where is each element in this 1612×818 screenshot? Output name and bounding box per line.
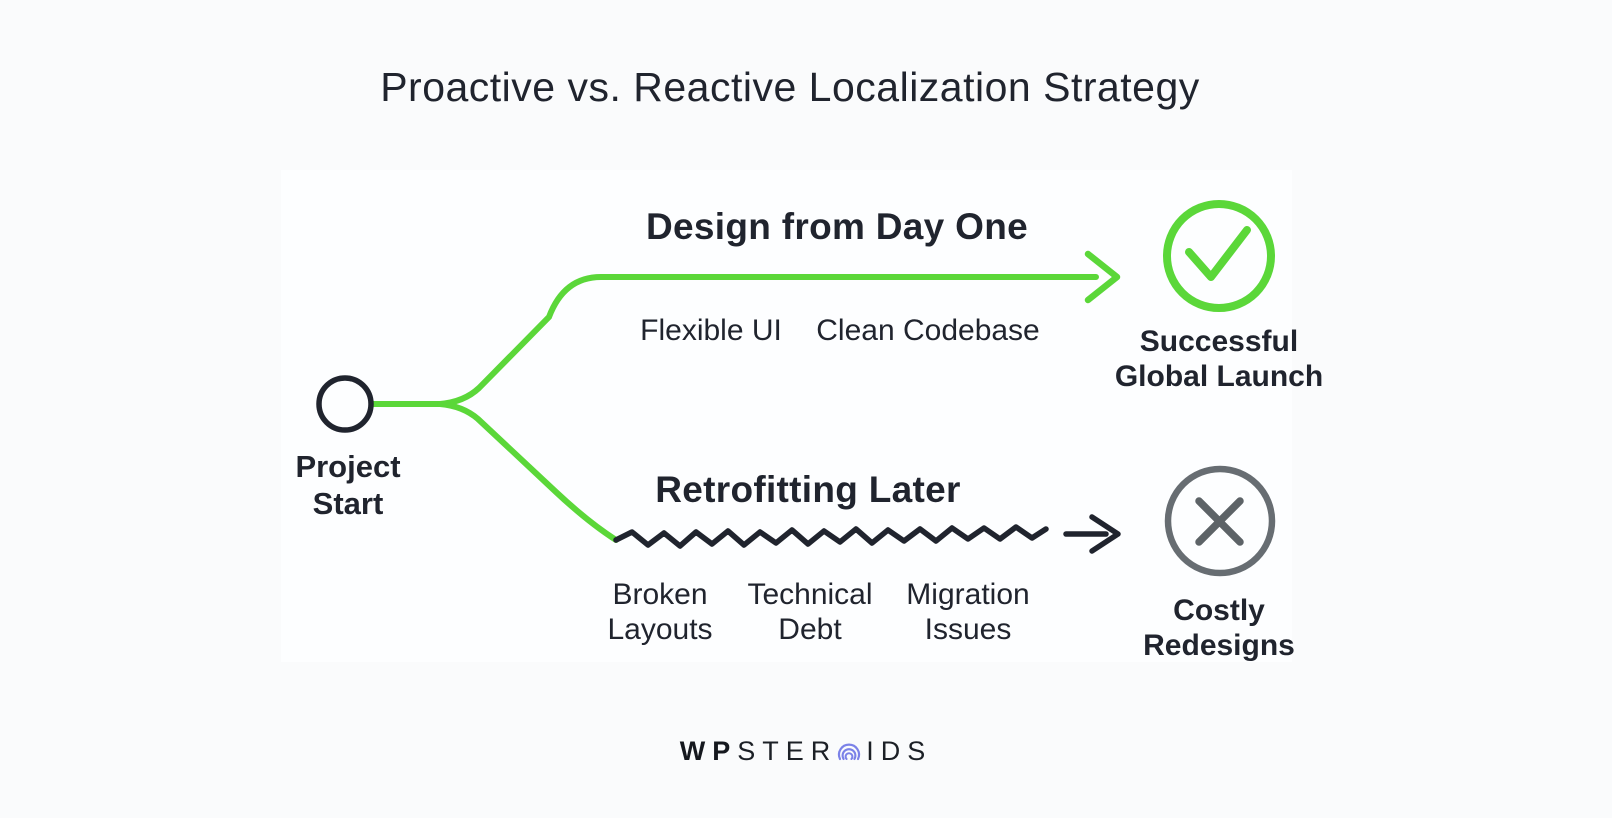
brand-suffix: IDS bbox=[866, 736, 933, 766]
reactive-heading: Retrofitting Later bbox=[655, 469, 961, 510]
proactive-tag-flexible-ui: Flexible UI bbox=[640, 314, 782, 347]
brand-mid: STER bbox=[737, 736, 838, 766]
reactive-tag-migration-issues: Migration Issues bbox=[906, 578, 1030, 646]
brand-logo: WP STER IDS bbox=[0, 736, 1612, 767]
proactive-tag-clean-codebase: Clean Codebase bbox=[816, 314, 1040, 347]
failure-outcome-label: Costly Redesigns bbox=[1143, 594, 1295, 662]
brand-prefix: WP bbox=[679, 736, 738, 766]
start-circle-icon bbox=[316, 375, 374, 433]
x-circle-icon bbox=[1164, 465, 1276, 577]
proactive-arrow bbox=[437, 250, 1121, 407]
black-arrow-icon bbox=[1063, 514, 1121, 554]
squiggle-line bbox=[613, 524, 1049, 549]
proactive-heading: Design from Day One bbox=[646, 206, 1028, 247]
check-circle-icon bbox=[1163, 200, 1275, 312]
reactive-tag-technical-debt: Technical Debt bbox=[747, 578, 873, 646]
reactive-lead-line bbox=[437, 401, 619, 543]
brand-arc-icon bbox=[835, 738, 863, 766]
diagram-card bbox=[281, 170, 1292, 662]
x-icon bbox=[1195, 497, 1244, 546]
check-icon bbox=[1185, 226, 1251, 281]
green-arrowhead-icon bbox=[1084, 250, 1121, 304]
reactive-tag-broken-layouts: Broken Layouts bbox=[607, 578, 713, 646]
page-title: Proactive vs. Reactive Localization Stra… bbox=[380, 64, 1200, 110]
project-start-label: Project Start bbox=[295, 449, 401, 521]
success-outcome-label: Successful Global Launch bbox=[1114, 325, 1324, 393]
